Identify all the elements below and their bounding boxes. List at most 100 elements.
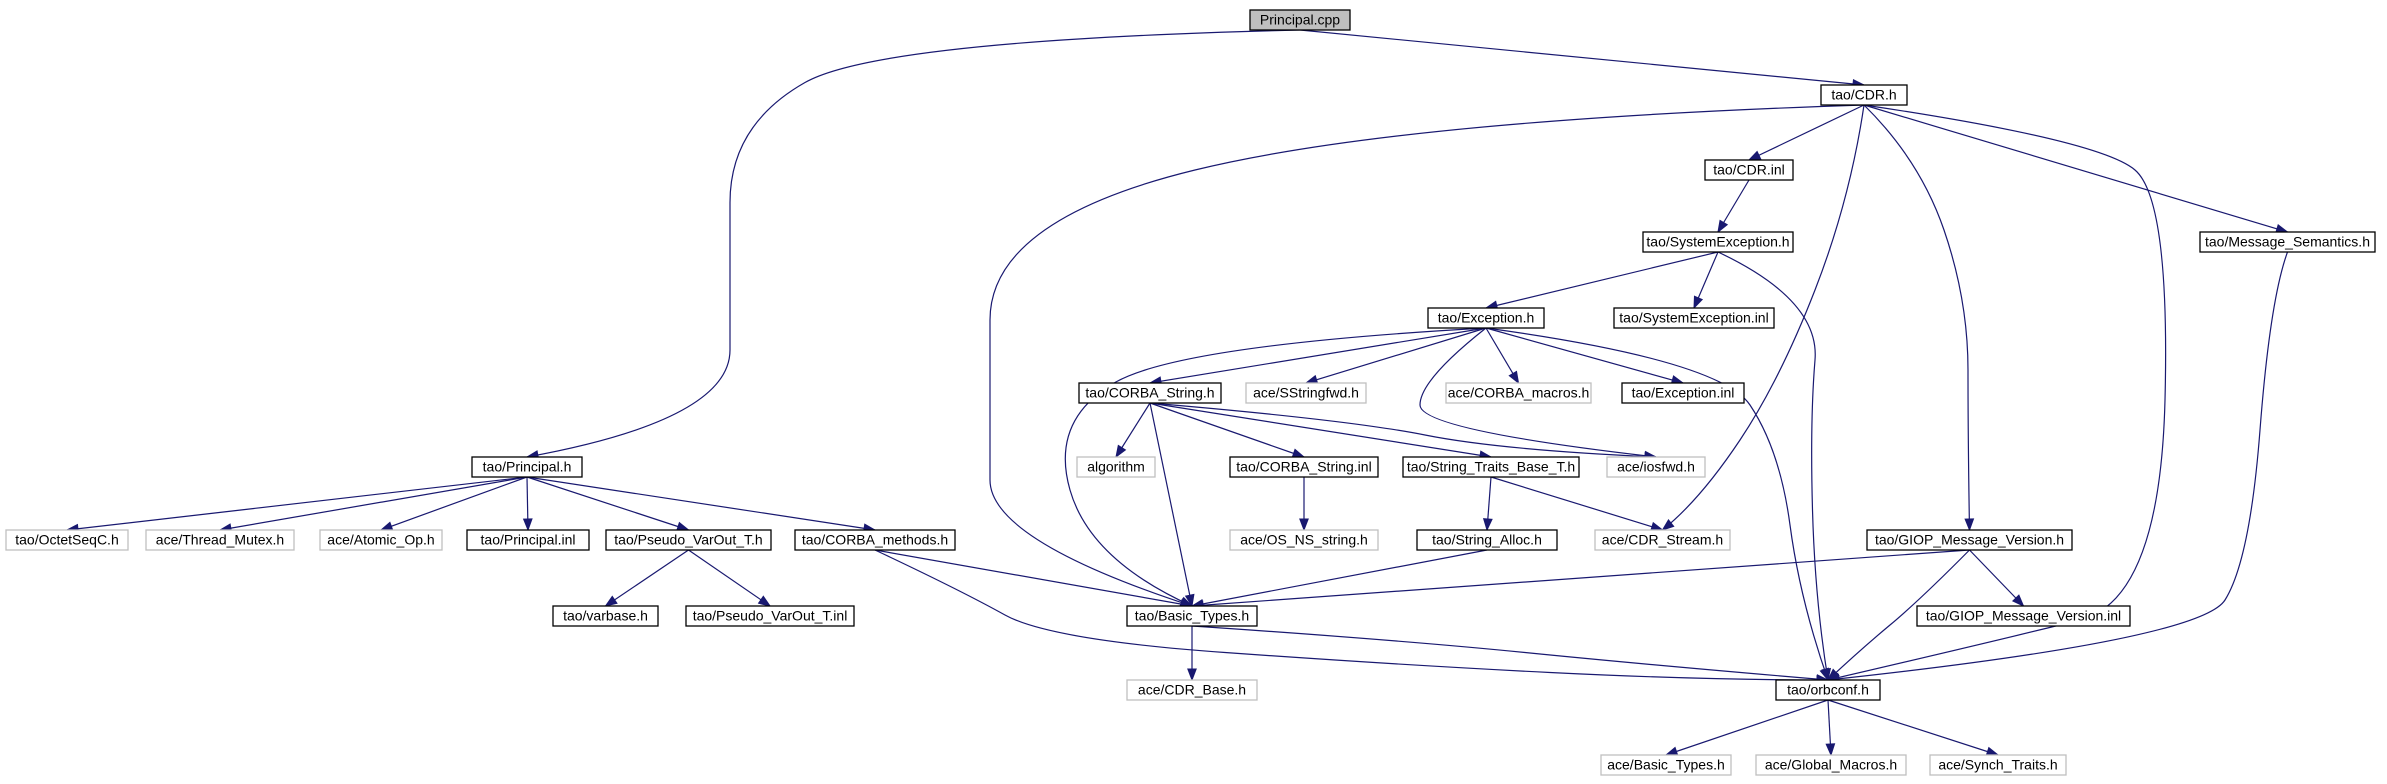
node-box bbox=[319, 529, 443, 551]
node-ace-basic-types-h: ace/Basic_Types.h bbox=[1600, 754, 1732, 776]
node-ace-iosfwd-h: ace/iosfwd.h bbox=[1606, 456, 1706, 478]
node-tao-basic-types-h[interactable]: tao/Basic_Types.h bbox=[1126, 605, 1258, 627]
node-label: tao/SystemException.inl bbox=[1619, 310, 1768, 326]
node-ace-sstringfwd-h: ace/SStringfwd.h bbox=[1245, 382, 1367, 404]
node-label: Principal.cpp bbox=[1260, 12, 1340, 28]
node-tao-systemexception-inl[interactable]: tao/SystemException.inl bbox=[1613, 307, 1775, 329]
node-label: tao/Pseudo_VarOut_T.inl bbox=[693, 608, 848, 624]
edge-tao_principal_h-to-tao_corba_methods_h bbox=[526, 476, 877, 534]
node-tao-orbconf-h[interactable]: tao/orbconf.h bbox=[1775, 679, 1881, 701]
node-box bbox=[1600, 754, 1732, 776]
node-tao-systemexception-h[interactable]: tao/SystemException.h bbox=[1642, 231, 1794, 253]
node-label: tao/CORBA_String.inl bbox=[1236, 459, 1371, 475]
node-box bbox=[1229, 529, 1379, 551]
node-box bbox=[1594, 529, 1731, 551]
edge-tao_corba_string_inl-to-ace_os_ns_string_h bbox=[1299, 477, 1309, 532]
node-label: tao/Exception.h bbox=[1438, 310, 1535, 326]
node-label: tao/SystemException.h bbox=[1646, 234, 1789, 250]
node-label: ace/SStringfwd.h bbox=[1253, 385, 1359, 401]
node-label: ace/CDR_Stream.h bbox=[1602, 532, 1723, 548]
node-ace-cdr-stream-h: ace/CDR_Stream.h bbox=[1594, 529, 1731, 551]
node-box bbox=[1416, 529, 1558, 551]
node-tao-exception-inl[interactable]: tao/Exception.inl bbox=[1621, 382, 1745, 404]
edge-tao_cdr_h-to-ace_cdr_stream_h bbox=[1661, 104, 1865, 531]
node-tao-exception-h[interactable]: tao/Exception.h bbox=[1427, 307, 1545, 329]
node-label: ace/Global_Macros.h bbox=[1765, 757, 1897, 773]
node-box bbox=[1245, 382, 1367, 404]
node-label: ace/Synch_Traits.h bbox=[1938, 757, 2057, 773]
node-label: tao/String_Alloc.h bbox=[1432, 532, 1542, 548]
edge-tao_cdr_h-to-tao_giop_message_version_h bbox=[1863, 104, 1975, 532]
node-tao-principal-inl[interactable]: tao/Principal.inl bbox=[466, 529, 590, 551]
node-tao-string-traits-base-t-h[interactable]: tao/String_Traits_Base_T.h bbox=[1402, 456, 1580, 478]
node-principal-cpp[interactable]: Principal.cpp bbox=[1249, 9, 1351, 31]
node-tao-cdr-h[interactable]: tao/CDR.h bbox=[1820, 84, 1908, 106]
node-label: tao/varbase.h bbox=[563, 608, 648, 624]
node-box bbox=[1076, 456, 1156, 478]
node-box bbox=[1755, 754, 1907, 776]
edge-tao_pseudo_varout_t_h-to-tao_varbase_h bbox=[604, 549, 689, 607]
node-box bbox=[1078, 382, 1222, 404]
node-label: ace/iosfwd.h bbox=[1617, 459, 1695, 475]
node-ace-synch-traits-h: ace/Synch_Traits.h bbox=[1929, 754, 2067, 776]
node-label: ace/CDR_Base.h bbox=[1138, 682, 1246, 698]
node-tao-octetseqc-h: tao/OctetSeqC.h bbox=[5, 529, 129, 551]
edge-tao_exception_h-to-ace_corba_macros_h bbox=[1485, 327, 1520, 385]
edge-tao_orbconf_h-to-ace_basic_types_h bbox=[1664, 699, 1829, 756]
node-ace-thread-mutex-h: ace/Thread_Mutex.h bbox=[145, 529, 295, 551]
edge-tao_exception_h-to-tao_orbconf_h bbox=[1485, 327, 1829, 682]
node-label: tao/CDR.inl bbox=[1713, 162, 1785, 178]
node-box bbox=[1621, 382, 1745, 404]
node-tao-string-alloc-h[interactable]: tao/String_Alloc.h bbox=[1416, 529, 1558, 551]
node-label: tao/orbconf.h bbox=[1787, 682, 1869, 698]
edge-tao_cdr_h-to-tao_orbconf_h bbox=[1826, 104, 2167, 683]
node-box bbox=[685, 605, 855, 627]
node-tao-corba-methods-h[interactable]: tao/CORBA_methods.h bbox=[794, 529, 956, 551]
edge-tao_giop_message_version_h-to-tao_giop_message_version_inl bbox=[1969, 549, 2025, 608]
node-box bbox=[1613, 307, 1775, 329]
node-tao-corba-string-h[interactable]: tao/CORBA_String.h bbox=[1078, 382, 1222, 404]
node-tao-pseudo-varout-t-inl[interactable]: tao/Pseudo_VarOut_T.inl bbox=[685, 605, 855, 627]
node-label: ace/Atomic_Op.h bbox=[327, 532, 434, 548]
node-ace-os-ns-string-h: ace/OS_NS_string.h bbox=[1229, 529, 1379, 551]
edge-tao_principal_h-to-tao_principal_inl bbox=[522, 476, 533, 532]
node-label: tao/Basic_Types.h bbox=[1135, 608, 1249, 624]
edge-tao_exception_h-to-ace_sstringfwd_h bbox=[1304, 327, 1487, 385]
node-box bbox=[5, 529, 129, 551]
edge-tao_cdr_inl-to-tao_systemexception_h bbox=[1717, 179, 1750, 234]
edge-tao_giop_message_version_h-to-tao_basic_types_h bbox=[1190, 549, 1970, 611]
edge-principal_cpp-to-tao_cdr_h bbox=[1299, 29, 1866, 89]
node-tao-principal-h[interactable]: tao/Principal.h bbox=[471, 456, 583, 478]
node-box bbox=[471, 456, 583, 478]
node-tao-giop-message-version-inl[interactable]: tao/GIOP_Message_Version.inl bbox=[1916, 605, 2131, 627]
node-tao-varbase-h[interactable]: tao/varbase.h bbox=[552, 605, 659, 627]
node-tao-giop-message-version-h[interactable]: tao/GIOP_Message_Version.h bbox=[1866, 529, 2073, 551]
node-label: tao/CORBA_methods.h bbox=[802, 532, 948, 548]
edge-tao_principal_h-to-tao_octetseqc_h bbox=[65, 476, 528, 534]
node-label: tao/Principal.h bbox=[483, 459, 572, 475]
node-label: tao/CDR.h bbox=[1831, 87, 1896, 103]
node-tao-corba-string-inl[interactable]: tao/CORBA_String.inl bbox=[1229, 456, 1379, 478]
node-box bbox=[1775, 679, 1881, 701]
edge-tao_string_traits_base_t_h-to-ace_cdr_stream_h bbox=[1490, 476, 1664, 532]
node-label: tao/OctetSeqC.h bbox=[15, 532, 119, 548]
node-label: tao/GIOP_Message_Version.h bbox=[1875, 532, 2064, 548]
node-box bbox=[1704, 159, 1794, 181]
node-ace-atomic-op-h: ace/Atomic_Op.h bbox=[319, 529, 443, 551]
node-label: algorithm bbox=[1087, 459, 1145, 475]
edge-tao_basic_types_h-to-ace_cdr_base_h bbox=[1187, 626, 1197, 682]
node-label: tao/GIOP_Message_Version.inl bbox=[1926, 608, 2121, 624]
edge-tao_corba_string_h-to-tao_corba_string_inl bbox=[1149, 402, 1306, 458]
edge-tao_orbconf_h-to-ace_global_macros_h bbox=[1825, 699, 1836, 757]
node-box bbox=[1126, 605, 1258, 627]
node-tao-message-semantics-h[interactable]: tao/Message_Semantics.h bbox=[2199, 231, 2376, 253]
node-label: tao/String_Traits_Base_T.h bbox=[1407, 459, 1575, 475]
node-box bbox=[1445, 382, 1592, 404]
node-box bbox=[1229, 456, 1379, 478]
node-label: ace/Thread_Mutex.h bbox=[156, 532, 284, 548]
node-tao-pseudo-varout-t-h[interactable]: tao/Pseudo_VarOut_T.h bbox=[605, 529, 772, 551]
node-tao-cdr-inl[interactable]: tao/CDR.inl bbox=[1704, 159, 1794, 181]
node-box bbox=[1929, 754, 2067, 776]
node-box bbox=[552, 605, 659, 627]
